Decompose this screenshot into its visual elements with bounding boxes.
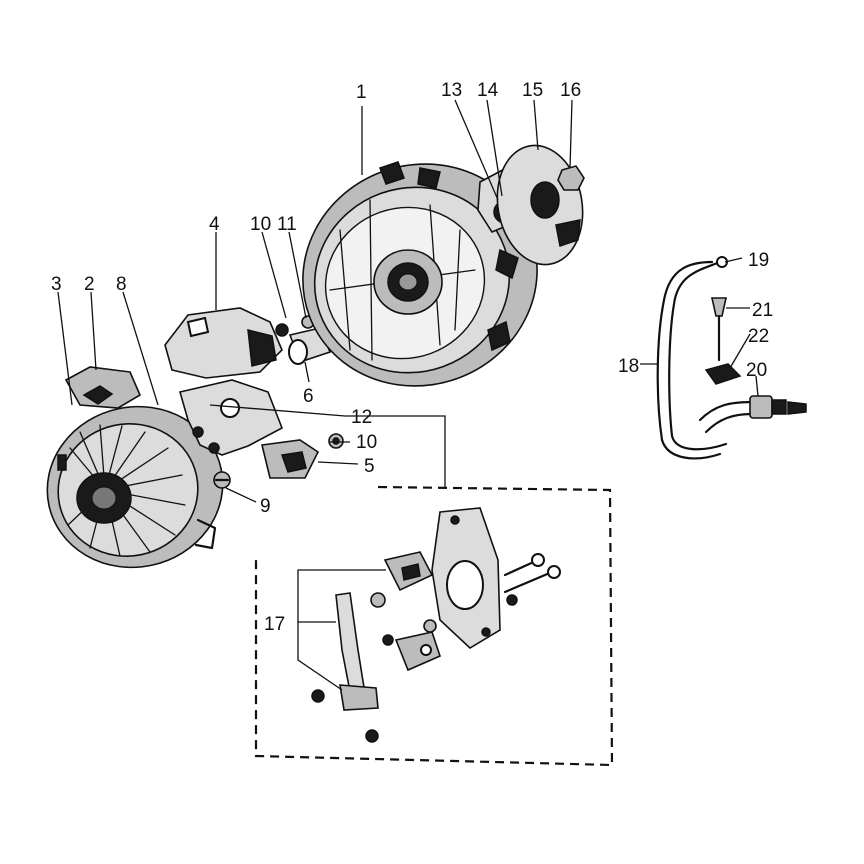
label-16: 16 [560,80,581,101]
label-2: 2 [84,274,95,295]
label-6: 6 [303,386,314,407]
part-3-stator-housing [46,405,224,569]
label-1: 1 [356,82,367,103]
label-14: 14 [477,80,499,101]
label-21: 21 [752,300,773,321]
part-10-lower-nut [328,433,344,449]
part-5-contact-point [261,439,320,479]
label-8: 8 [116,274,127,295]
label-11: 11 [277,214,297,235]
label-10-upper: 10 [250,214,271,235]
label-9: 9 [260,496,271,517]
part-20-plug-cap [698,395,807,434]
part-4-cover [164,307,283,379]
part-18-19-ignition-cable [656,256,728,460]
label-3: 3 [51,274,62,295]
part-9-screw [213,471,231,489]
label-17: 17 [264,614,285,635]
part-2-housing-cap [64,366,142,409]
detail-screws [370,553,561,633]
label-10-lower: 10 [356,432,377,453]
label-22: 22 [748,326,769,347]
detail-box-12 [254,485,614,767]
part-12-bracket [178,379,284,456]
label-15: 15 [522,80,543,101]
part-16-nut [557,165,585,191]
part-17-lever [311,592,379,743]
label-19: 19 [748,250,769,271]
label-18: 18 [618,356,639,377]
detail-plate [431,507,501,649]
label-4: 4 [209,214,220,235]
label-20: 20 [746,360,767,381]
label-12: 12 [351,407,372,428]
detail-contact-breaker [382,551,441,672]
part-1-flywheel [302,161,538,387]
label-5: 5 [364,456,375,477]
part-22-spring [704,363,742,385]
label-13: 13 [441,80,462,101]
leader-lines [57,99,759,691]
part-21-terminal [711,297,727,362]
part-labels: 1 13 14 15 16 4 10 11 3 2 8 6 12 10 5 9 … [51,80,773,635]
